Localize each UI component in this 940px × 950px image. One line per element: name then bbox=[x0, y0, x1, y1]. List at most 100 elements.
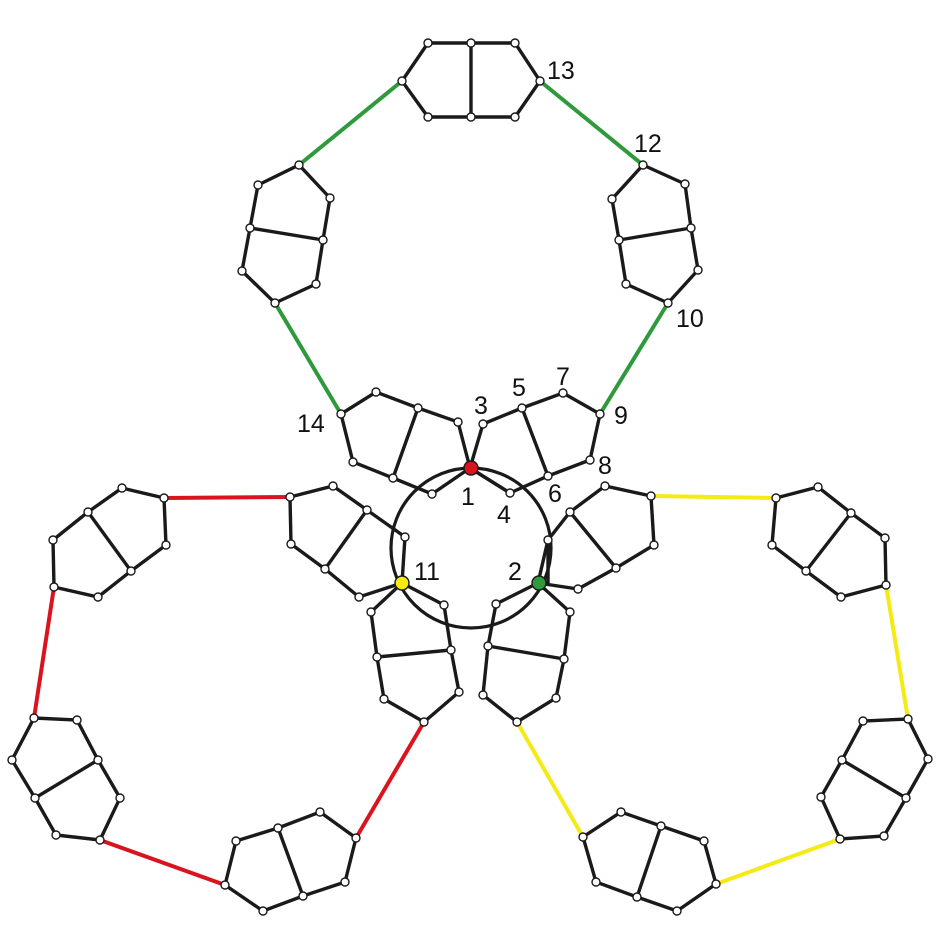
unit-left-far-upper-atom bbox=[83, 507, 93, 517]
red-link-top bbox=[162, 495, 292, 500]
unit-left-far-upper-atom bbox=[93, 592, 103, 602]
unit-upper-left-atom bbox=[413, 403, 423, 413]
unit-left-far-lower-atom bbox=[7, 755, 17, 765]
unit-top-left-atom bbox=[294, 160, 304, 170]
unit-right-lower-atom bbox=[491, 599, 501, 609]
unit-top-left-atom bbox=[311, 279, 321, 289]
unit-upper-right-cross-bond bbox=[520, 406, 550, 478]
unit-right-bottom-atom bbox=[578, 832, 588, 842]
unit-left-bottom-atom bbox=[231, 836, 241, 846]
unit-upper-right-atom bbox=[558, 388, 568, 398]
green-link-13-12 bbox=[538, 79, 645, 167]
unit-upper-right-atom bbox=[585, 455, 595, 465]
unit-left-upper-outline bbox=[288, 484, 407, 599]
label-5: 5 bbox=[512, 374, 526, 402]
unit-top-right-atom bbox=[693, 265, 703, 275]
red-link-left bbox=[32, 585, 56, 720]
unit-left-upper-atom bbox=[400, 532, 410, 542]
unit-left-bottom-atom bbox=[273, 823, 283, 833]
unit-upper-left-atom bbox=[336, 409, 346, 419]
unit-right-upper-atom bbox=[600, 481, 610, 491]
unit-left-far-lower-atom bbox=[30, 793, 40, 803]
unit-upper-left-atom bbox=[427, 489, 437, 499]
unit-right-lower-atom bbox=[478, 690, 488, 700]
unit-right-upper-atom bbox=[646, 491, 656, 501]
unit-left-bottom-atom bbox=[340, 877, 350, 887]
label-14: 14 bbox=[297, 410, 325, 438]
unit-right-bottom-atom bbox=[711, 879, 721, 889]
unit-top-left-atom bbox=[245, 223, 255, 233]
unit-right-upper-cross-bond bbox=[568, 510, 618, 570]
unit-left-lower-atom bbox=[372, 652, 382, 662]
unit-right-far-upper-atom bbox=[880, 533, 890, 543]
bond-edges bbox=[10, 41, 930, 913]
unit-right-far-lower-atom bbox=[837, 755, 847, 765]
unit-top-atom bbox=[510, 38, 520, 48]
unit-left-bottom-atom bbox=[298, 891, 308, 901]
unit-left-far-lower-atom bbox=[93, 755, 103, 765]
unit-left-lower-atom bbox=[419, 717, 429, 727]
unit-right-bottom-atom bbox=[591, 877, 601, 887]
unit-left-far-lower-atom bbox=[29, 713, 39, 723]
unit-top-right-atom bbox=[638, 160, 648, 170]
unit-top-right-atom bbox=[621, 279, 631, 289]
green-vertex-marker bbox=[531, 575, 547, 591]
unit-right-far-lower-atom bbox=[835, 834, 845, 844]
unit-left-upper-atom bbox=[328, 481, 338, 491]
unit-left-far-lower-atom bbox=[115, 793, 125, 803]
unit-left-bottom-atom bbox=[351, 833, 361, 843]
unit-right-far-lower-atom bbox=[858, 716, 868, 726]
unit-upper-right-atom bbox=[478, 419, 488, 429]
unit-top-left-atom bbox=[253, 180, 263, 190]
unit-top-left-cross-bond bbox=[248, 226, 325, 242]
unit-top-left-atom bbox=[237, 266, 247, 276]
unit-right-far-upper-atom bbox=[771, 493, 781, 503]
unit-top-left-atom bbox=[318, 235, 328, 245]
unit-left-far-lower-atom bbox=[95, 835, 105, 845]
unit-left-lower-atom bbox=[446, 645, 456, 655]
unit-right-bottom-cross-bond bbox=[635, 824, 663, 899]
label-6: 6 bbox=[548, 480, 562, 508]
vertex-labels: 1 2 3 4 5 6 7 8 9 10 11 12 13 14 bbox=[297, 57, 704, 586]
unit-left-bottom-atom bbox=[258, 906, 268, 916]
unit-top-atom bbox=[423, 38, 433, 48]
label-12: 12 bbox=[634, 130, 662, 158]
green-link-top-left bbox=[297, 79, 404, 167]
unit-upper-left-atom bbox=[371, 387, 381, 397]
label-9: 9 bbox=[614, 402, 628, 430]
unit-left-upper-atom bbox=[320, 564, 330, 574]
unit-right-upper-atom bbox=[565, 507, 575, 517]
unit-right-far-upper-atom bbox=[836, 592, 846, 602]
unit-upper-left-atom bbox=[453, 417, 463, 427]
unit-upper-left-atom bbox=[348, 457, 358, 467]
unit-left-far-lower-atom bbox=[72, 715, 82, 725]
unit-left-lower-atom bbox=[379, 694, 389, 704]
unit-top-atom bbox=[423, 112, 433, 122]
unit-top-left-atom bbox=[325, 193, 335, 203]
unit-right-far-lower-atom bbox=[879, 831, 889, 841]
unit-left-far-upper-atom bbox=[48, 535, 58, 545]
unit-right-far-lower-atom bbox=[923, 754, 933, 764]
unit-right-bottom-atom bbox=[699, 836, 709, 846]
green-link-14 bbox=[273, 301, 343, 416]
unit-right-upper-atom bbox=[649, 540, 659, 550]
unit-right-far-lower-atom bbox=[903, 714, 913, 724]
unit-right-bottom-atom bbox=[632, 892, 642, 902]
unit-left-far-upper-cross-bond bbox=[86, 510, 133, 573]
unit-left-upper-atom bbox=[354, 592, 364, 602]
unit-right-lower-atom bbox=[551, 693, 561, 703]
unit-left-far-lower-cross-bond bbox=[33, 758, 100, 800]
unit-top-atom bbox=[466, 38, 476, 48]
unit-right-upper-atom bbox=[543, 535, 553, 545]
unit-upper-right-atom bbox=[505, 488, 515, 498]
unit-right-far-lower-atom bbox=[901, 793, 911, 803]
unit-right-bottom-atom bbox=[672, 906, 682, 916]
unit-top-left-atom bbox=[270, 298, 280, 308]
unit-left-upper-atom bbox=[285, 492, 295, 502]
red-link-inner bbox=[354, 720, 426, 840]
unit-left-far-upper-atom bbox=[126, 566, 136, 576]
unit-left-lower-atom bbox=[439, 600, 449, 610]
unit-upper-right-atom bbox=[517, 403, 527, 413]
unit-right-lower-atom bbox=[512, 717, 522, 727]
yellow-link-bottom bbox=[714, 837, 842, 886]
